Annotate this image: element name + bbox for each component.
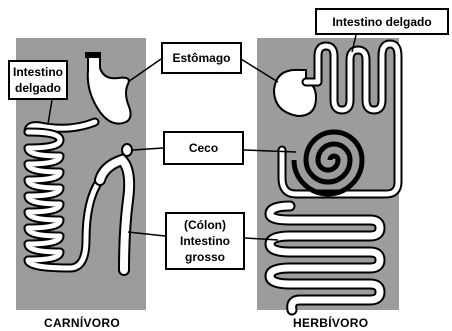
label-colon-line1: (Cólon): [184, 217, 226, 233]
label-estomago: Estômago: [161, 42, 242, 74]
carnivore-large-intestine: [100, 144, 132, 270]
herbivore-large-intestine: [270, 206, 380, 310]
label-intestino-delgado-left: Intestino delgado: [8, 60, 68, 100]
label-colon: (Cólon) Intestino grosso: [165, 212, 245, 270]
label-colon-line3: grosso: [185, 249, 225, 265]
caption-carnivoro: CARNÍVORO: [44, 316, 120, 330]
label-colon-line2: Intestino: [180, 233, 230, 249]
label-intestino-delgado-left-line1: Intestino: [13, 64, 63, 80]
carnivore-stomach: [85, 52, 131, 124]
carnivore-small-intestine: [28, 122, 100, 268]
label-intestino-delgado-right-text: Intestino delgado: [332, 14, 431, 30]
label-ceco: Ceco: [163, 131, 244, 165]
label-intestino-delgado-right: Intestino delgado: [315, 8, 449, 35]
herbivore-stomach: [274, 70, 316, 116]
label-intestino-delgado-left-line2: delgado: [15, 80, 61, 96]
herbivore-cecum-spiral: [294, 132, 362, 194]
caption-herbivoro: HERBÍVORO: [293, 316, 368, 330]
herbivore-small-intestine: [282, 44, 398, 194]
label-ceco-text: Ceco: [189, 140, 218, 156]
label-estomago-text: Estômago: [172, 50, 230, 66]
carnivore-cecum: [122, 144, 132, 156]
